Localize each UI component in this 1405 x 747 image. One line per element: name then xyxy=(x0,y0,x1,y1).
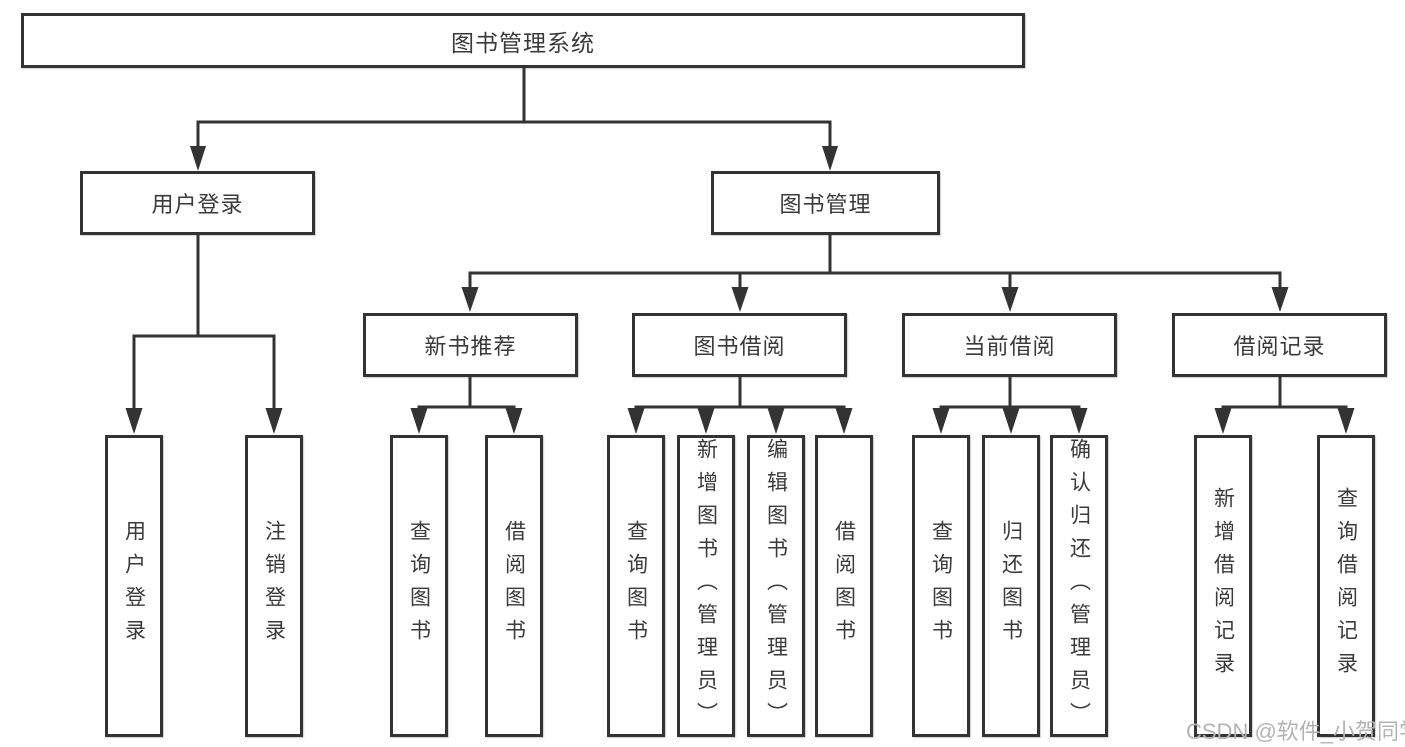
leaf-borrow-books-recommend-label: 借阅图书 xyxy=(502,520,526,652)
node-user-login-label: 用户登录 xyxy=(151,192,244,217)
leaf-query-books-recommend: 查询图书 xyxy=(390,435,448,737)
leaf-query-books-current: 查询图书 xyxy=(912,435,970,737)
node-new-book-recommend: 新书推荐 xyxy=(363,313,578,377)
leaf-confirm-return-admin: 确认归还（管理员） xyxy=(1050,435,1108,737)
node-book-management-label: 图书管理 xyxy=(779,192,872,217)
leaf-logout-label: 注销登录 xyxy=(262,520,286,652)
node-user-login: 用户登录 xyxy=(80,171,315,235)
leaf-borrow-books: 借阅图书 xyxy=(815,435,873,737)
leaf-return-books-label: 归还图书 xyxy=(999,520,1023,652)
leaf-query-books-borrow-label: 查询图书 xyxy=(624,520,648,652)
node-book-borrow: 图书借阅 xyxy=(632,313,847,377)
leaf-query-borrow-record-label: 查询借阅记录 xyxy=(1334,487,1358,685)
node-root: 图书管理系统 xyxy=(21,13,1025,68)
leaf-user-login: 用户登录 xyxy=(105,435,163,737)
leaf-query-books-recommend-label: 查询图书 xyxy=(407,520,431,652)
leaf-add-borrow-record-label: 新增借阅记录 xyxy=(1211,487,1235,685)
leaf-query-books-current-label: 查询图书 xyxy=(929,520,953,652)
leaf-add-books-admin-label: 新增图书（管理员） xyxy=(694,437,718,735)
watermark-text: CSDN @软件_小贺同学 xyxy=(1186,719,1405,744)
node-current-borrow: 当前借阅 xyxy=(902,313,1117,377)
leaf-query-books-borrow: 查询图书 xyxy=(607,435,665,737)
leaf-edit-books-admin: 编辑图书（管理员） xyxy=(747,435,805,737)
node-book-borrow-label: 图书借阅 xyxy=(693,334,786,359)
leaf-logout: 注销登录 xyxy=(245,435,303,737)
leaf-query-borrow-record: 查询借阅记录 xyxy=(1317,435,1375,737)
leaf-edit-books-admin-label: 编辑图书（管理员） xyxy=(764,437,788,735)
node-root-label: 图书管理系统 xyxy=(451,29,595,56)
leaf-user-login-label: 用户登录 xyxy=(122,520,146,652)
node-current-borrow-label: 当前借阅 xyxy=(963,334,1056,359)
leaf-add-borrow-record: 新增借阅记录 xyxy=(1194,435,1252,737)
leaf-confirm-return-admin-label: 确认归还（管理员） xyxy=(1067,437,1091,735)
node-borrow-records: 借阅记录 xyxy=(1172,313,1387,377)
leaf-return-books: 归还图书 xyxy=(982,435,1040,737)
leaf-borrow-books-recommend: 借阅图书 xyxy=(485,435,543,737)
node-book-management: 图书管理 xyxy=(711,171,940,235)
leaf-borrow-books-label: 借阅图书 xyxy=(832,520,856,652)
node-new-book-recommend-label: 新书推荐 xyxy=(424,334,517,359)
node-borrow-records-label: 借阅记录 xyxy=(1233,334,1326,359)
leaf-add-books-admin: 新增图书（管理员） xyxy=(677,435,735,737)
